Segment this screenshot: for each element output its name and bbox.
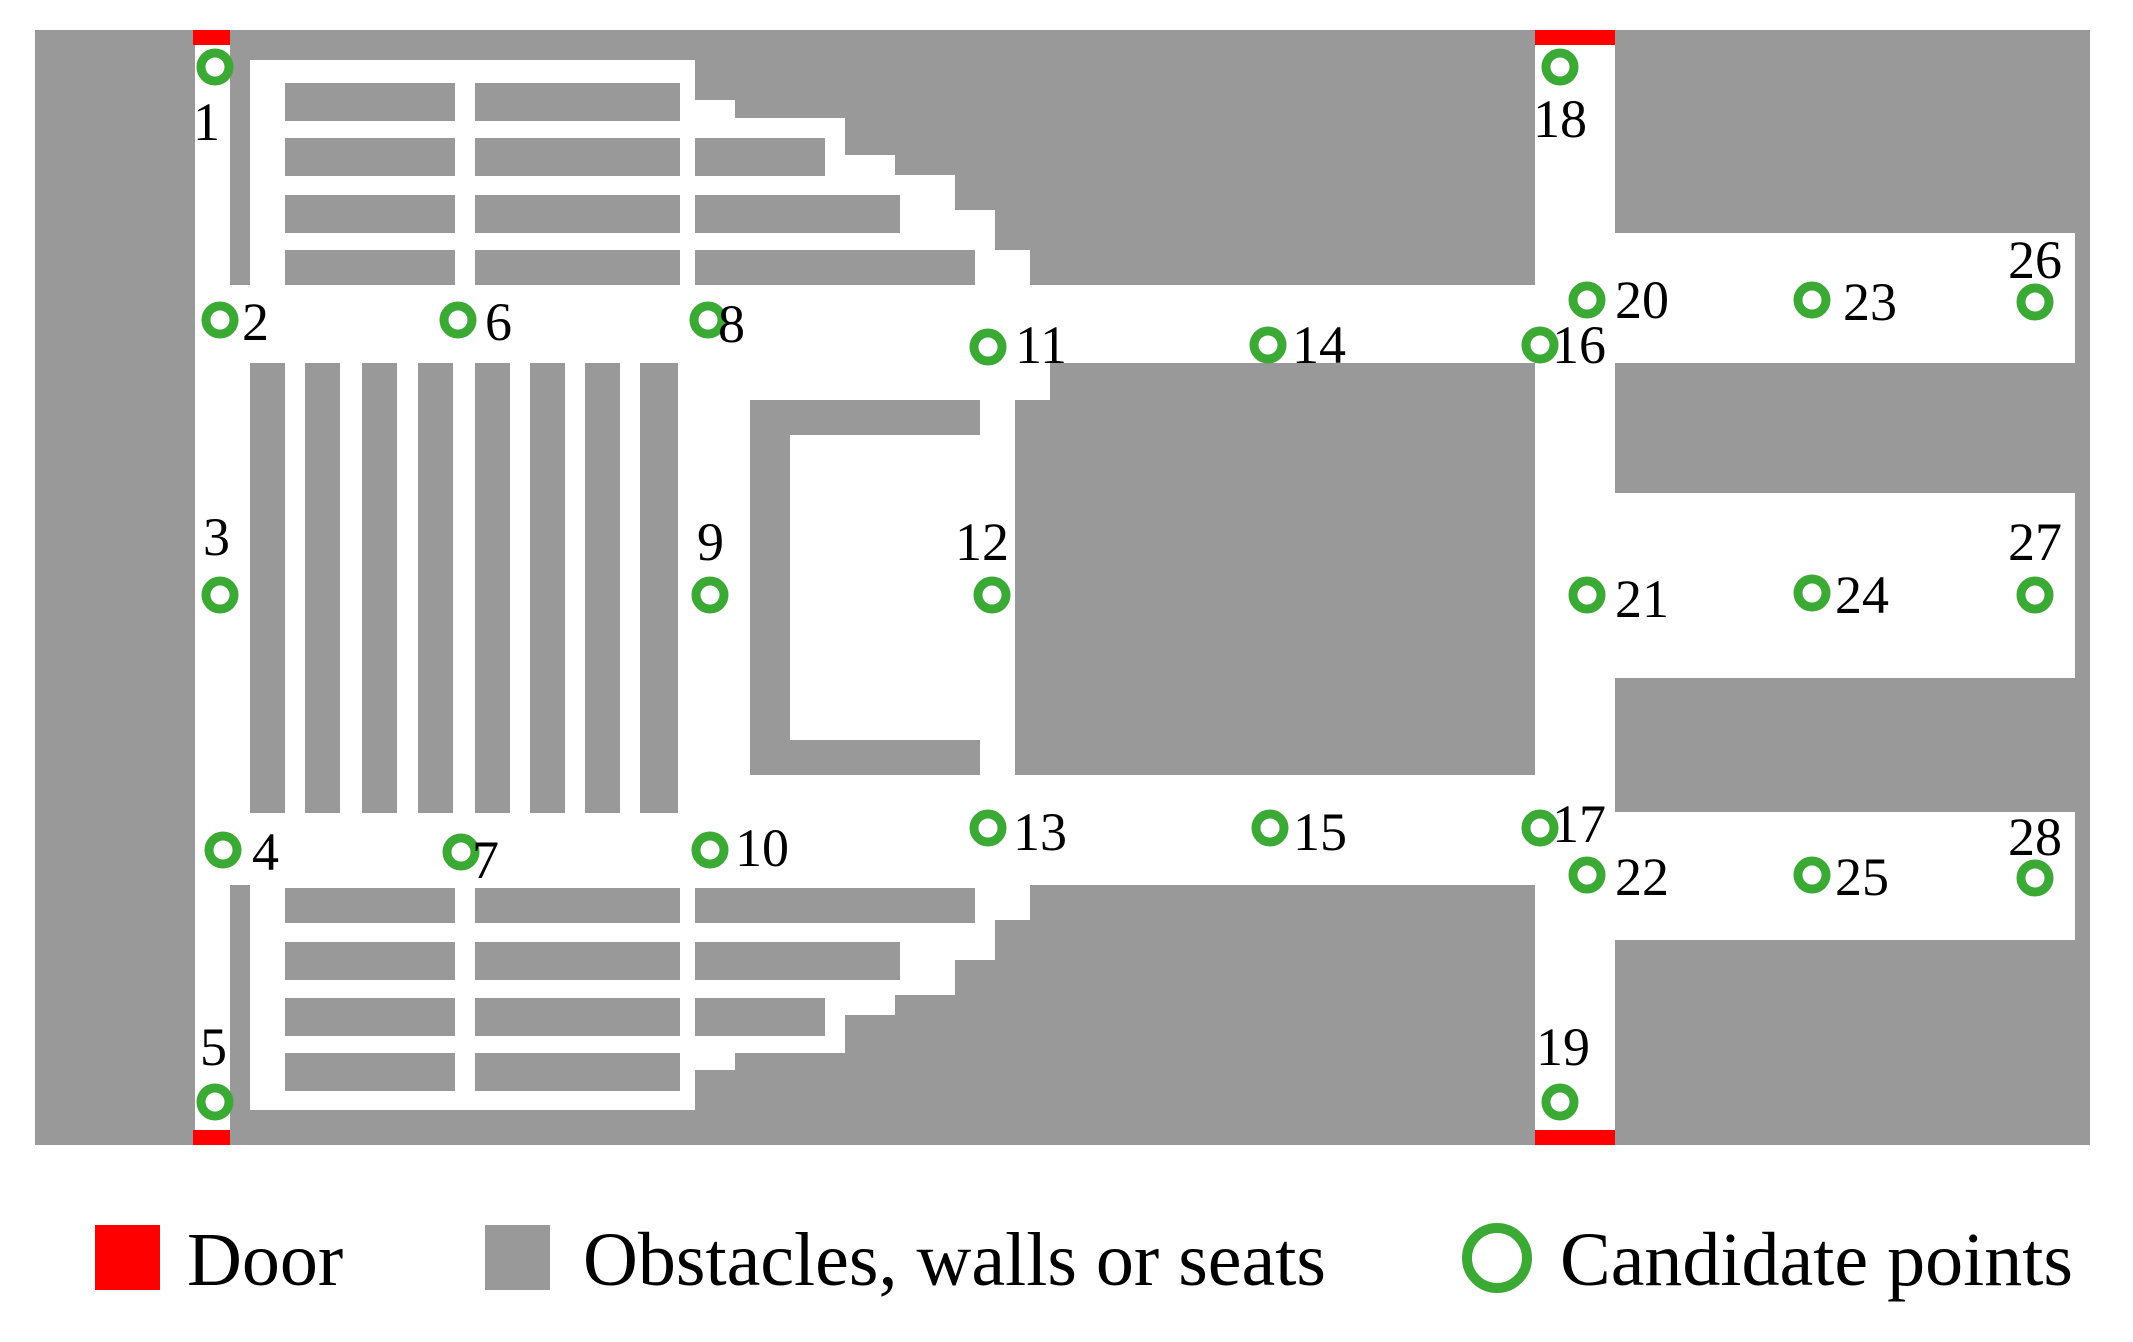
candidate-point-11 [969,328,1007,366]
candidate-point-label-13: 13 [1013,802,1067,862]
candidate-point-label-20: 20 [1615,270,1669,330]
candidate-point-10 [691,831,729,869]
door-bottom-right [1535,1130,1615,1145]
legend-obstacle-label: Obstacles, walls or seats [583,1218,1326,1302]
candidate-point-label-4: 4 [252,822,279,882]
candidate-point-12 [973,576,1011,614]
candidate-point-16 [1521,326,1559,364]
doors [193,30,1615,1145]
legend-candidate-label: Candidate points [1560,1218,2073,1302]
candidate-point-20 [1568,281,1606,319]
candidate-point-26 [2016,283,2054,321]
candidate-point-5 [196,1083,234,1121]
candidate-point-label-21: 21 [1615,569,1669,629]
candidate-point-label-28: 28 [2008,807,2062,867]
candidate-point-23 [1793,281,1831,319]
legend-candidate-marker [1462,1223,1532,1293]
candidate-point-13 [969,809,1007,847]
candidate-point-label-26: 26 [2008,230,2062,290]
candidate-point-9 [691,576,729,614]
candidate-point-label-12: 12 [955,512,1009,572]
door-bottom-left [193,1130,230,1145]
candidate-point-1 [196,48,234,86]
candidate-point-7 [442,833,480,871]
legend-door-swatch [95,1225,160,1290]
candidate-point-24 [1793,574,1831,612]
candidate-point-label-23: 23 [1843,272,1897,332]
candidate-point-18 [1541,48,1579,86]
candidate-point-label-11: 11 [1015,315,1067,375]
candidate-point-27 [2016,576,2054,614]
candidate-point-label-10: 10 [735,818,789,878]
candidate-point-22 [1568,856,1606,894]
candidate-point-label-2: 2 [242,292,269,352]
candidate-point-25 [1793,856,1831,894]
candidate-point-label-17: 17 [1552,794,1606,854]
candidate-point-label-7: 7 [472,830,499,890]
candidate-point-4 [204,831,242,869]
candidate-point-3 [201,576,239,614]
candidate-point-14 [1249,326,1287,364]
candidate-point-17 [1521,809,1559,847]
candidate-point-28 [2016,859,2054,897]
candidate-point-6 [439,301,477,339]
legend-obstacle-swatch [485,1225,550,1290]
candidate-point-label-27: 27 [2008,512,2062,572]
candidate-point-label-16: 16 [1552,315,1606,375]
candidate-point-label-15: 15 [1293,802,1347,862]
candidate-point-2 [201,301,239,339]
candidate-point-label-9: 9 [697,512,724,572]
candidate-point-label-19: 19 [1536,1017,1590,1077]
candidate-point-label-1: 1 [193,92,220,152]
candidate-point-label-6: 6 [485,292,512,352]
candidate-point-label-8: 8 [718,294,745,354]
door-top-right [1535,30,1615,45]
candidate-points: 1234567891011121314151617181920212223242… [193,48,2062,1121]
obstacles [230,30,2090,1145]
candidate-point-8 [689,301,727,339]
candidate-point-label-24: 24 [1835,565,1889,625]
legend-door-label: Door [187,1218,343,1302]
candidate-point-label-14: 14 [1292,315,1346,375]
candidate-point-label-22: 22 [1615,847,1669,907]
candidate-point-15 [1251,809,1289,847]
candidate-point-label-5: 5 [200,1017,227,1077]
door-top-left [193,30,230,45]
candidate-point-19 [1541,1083,1579,1121]
candidate-point-label-25: 25 [1835,847,1889,907]
candidate-point-label-18: 18 [1533,89,1587,149]
candidate-point-label-3: 3 [203,507,230,567]
candidate-point-21 [1568,576,1606,614]
legend: Door Obstacles, walls or seats Candidate… [95,1218,2073,1302]
